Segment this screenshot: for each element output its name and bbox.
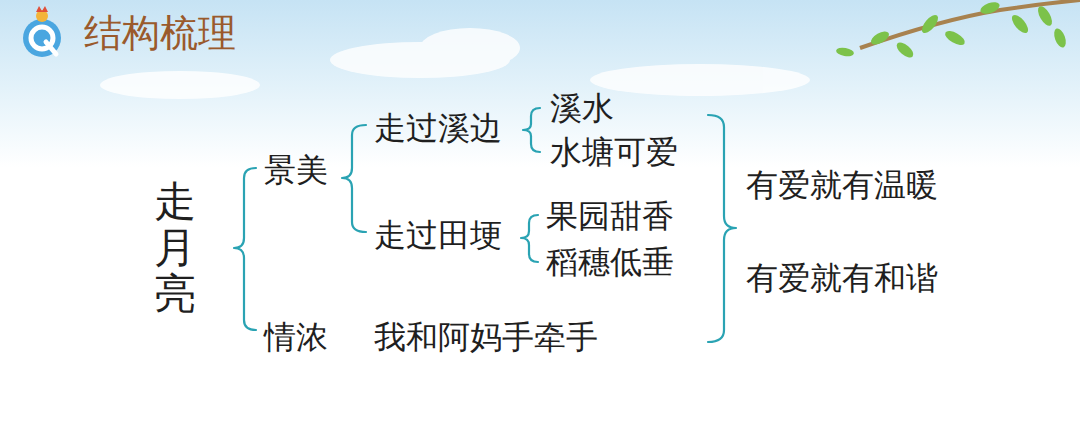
topic-text: 我和阿妈手牵手 (374, 318, 598, 356)
node-label: 景美 (264, 151, 328, 189)
logo-icon (23, 6, 61, 57)
topic-text: 有爱就有和谐 (746, 259, 938, 297)
topic-text: 走过田埂 (374, 216, 502, 254)
node-label: 走过田埂 (374, 216, 502, 254)
node-label: 情浓 (264, 318, 328, 356)
topic-text: 溪水 (550, 89, 614, 127)
bracket-root (234, 168, 256, 330)
node-label: 有爱就有温暖 (746, 166, 938, 204)
topic-text: 景美 (264, 151, 328, 189)
node-label: 有爱就有和谐 (746, 259, 938, 297)
topic-text: 稻穗低垂 (546, 243, 674, 281)
page-title: 结构梳理 (84, 8, 236, 59)
topic-text: 水塘可爱 (550, 133, 678, 171)
node-label: 水塘可爱 (550, 133, 678, 171)
node-label: 稻穗低垂 (546, 243, 674, 281)
topic-text: 果园甜香 (546, 197, 674, 235)
bracket-scene (342, 125, 366, 232)
topic-text: 情浓 (264, 318, 328, 356)
bracket-field (521, 215, 538, 262)
topic-text: 有爱就有温暖 (746, 166, 938, 204)
bracket-stream (523, 108, 540, 152)
bracket-summary (708, 115, 736, 342)
brackets (234, 108, 736, 342)
node-label: 我和阿妈手牵手 (374, 318, 598, 356)
root-topic: 走月亮 (154, 179, 196, 318)
node-label: 果园甜香 (546, 197, 674, 235)
node-label: 溪水 (550, 89, 614, 127)
node-label: 走月亮 (154, 179, 196, 318)
branch-leaves (835, 0, 1080, 60)
node-label: 走过溪边 (374, 109, 502, 147)
topic-text: 走过溪边 (374, 109, 502, 147)
